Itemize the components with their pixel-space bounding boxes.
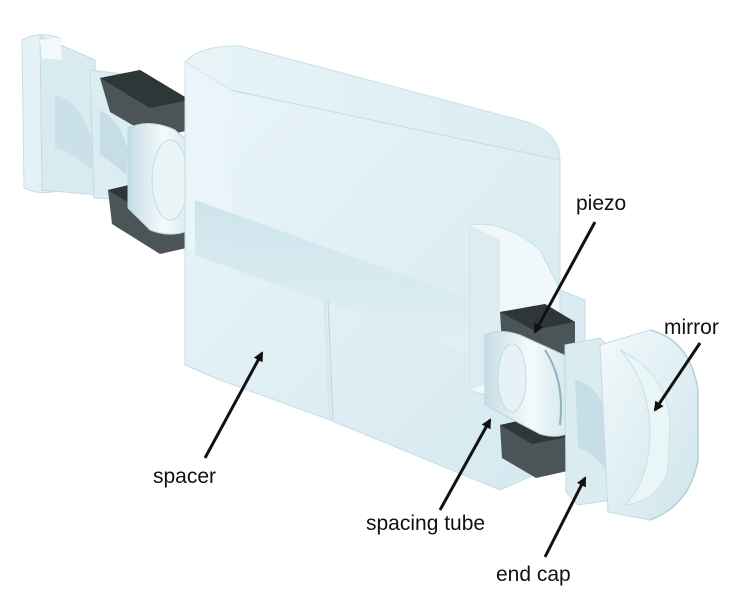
left-spacing-tube: [127, 123, 199, 235]
right-mirror: [599, 329, 699, 521]
piezo-arrow: [533, 221, 597, 334]
spacer-arrow: [203, 351, 264, 459]
right-spacing-tube: [484, 331, 576, 437]
end-cap-arrow: [543, 476, 587, 558]
right-end-cap: [564, 337, 613, 506]
mirror-arrow: [653, 342, 702, 412]
spacing-tube-arrow: [438, 418, 492, 511]
spacer-label: spacer: [153, 465, 217, 488]
mirror-label: mirror: [664, 316, 719, 339]
spacing-tube-label: spacing tube: [366, 512, 486, 535]
piezo-label: piezo: [576, 192, 627, 215]
end-cap-label: end cap: [496, 563, 571, 586]
left-mirror-assembly: [21, 34, 99, 196]
